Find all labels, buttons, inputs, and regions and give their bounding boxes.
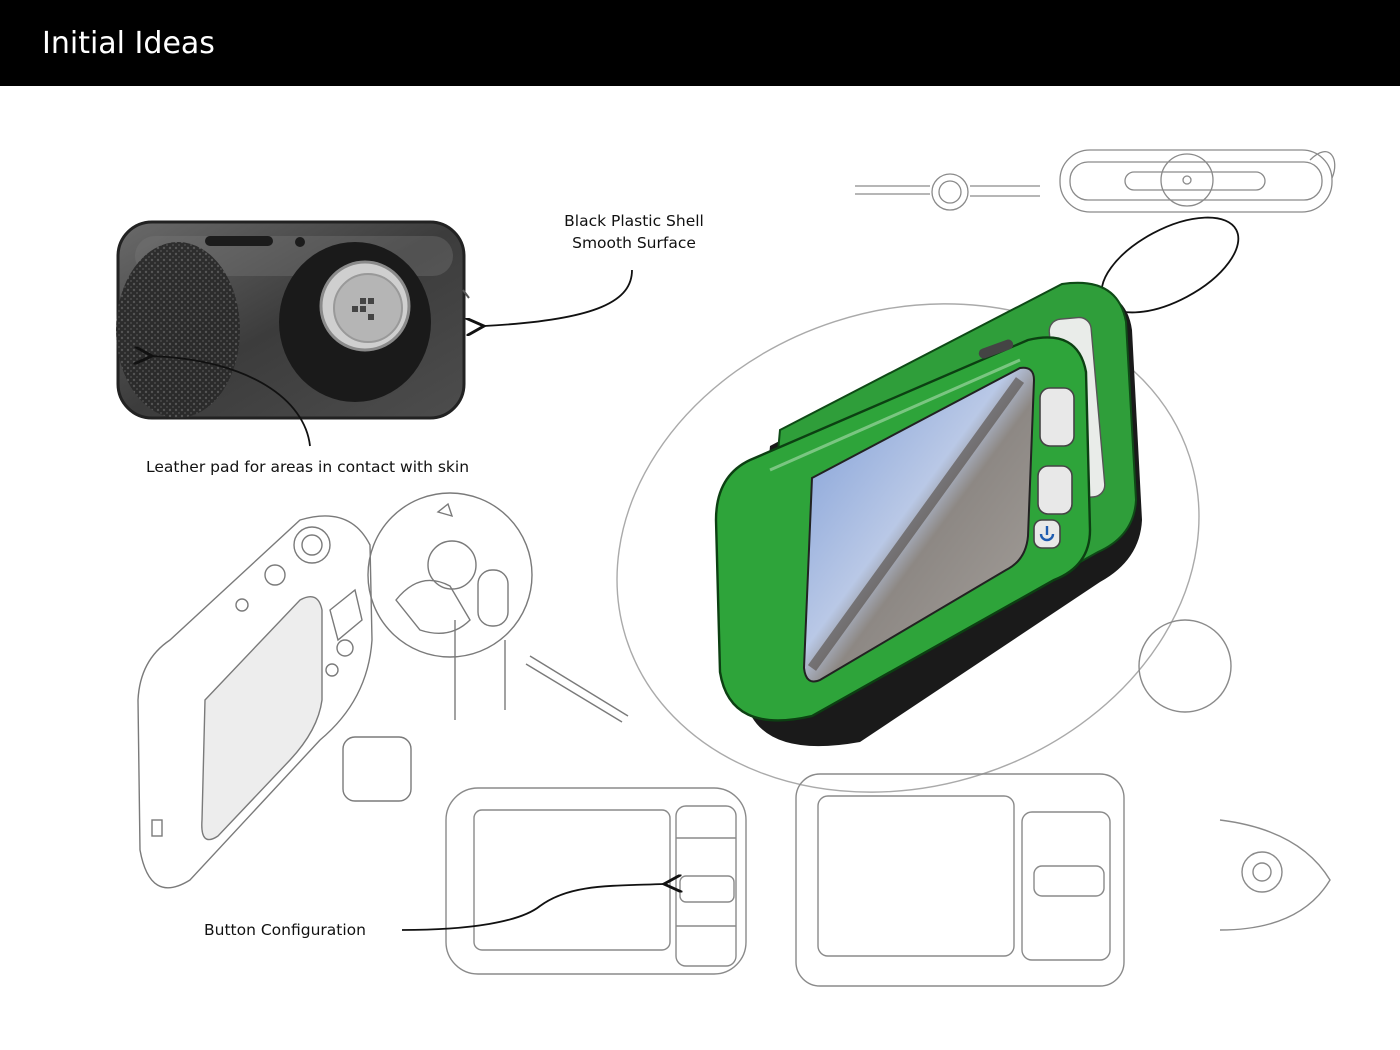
- shell-annotation-line1: Black Plastic Shell: [564, 212, 704, 230]
- sketch-canvas: Black Plastic Shell Smooth Surface Leath…: [0, 86, 1400, 1050]
- power-icon: [1033, 519, 1061, 549]
- leather-annotation: Leather pad for areas in contact with sk…: [146, 458, 470, 476]
- black-shell-device: [116, 220, 470, 420]
- sketch-drawing: [116, 149, 1336, 987]
- page-title: Initial Ideas: [42, 26, 215, 61]
- perspective-sketch: [137, 492, 629, 889]
- buttons-annotation: Button Configuration: [204, 921, 366, 939]
- leather-arrow: [152, 356, 311, 447]
- strap-sketches: [855, 149, 1336, 213]
- shell-annotation-line2: Smooth Surface: [572, 234, 696, 252]
- buttons-arrow: [401, 884, 664, 931]
- green-device-sketch: [616, 216, 1240, 793]
- shell-annotation: Black Plastic Shell Smooth Surface: [554, 210, 714, 254]
- button-layout-sketches: [445, 619, 1331, 987]
- shell-arrow: [484, 269, 633, 326]
- header-bar: Initial Ideas: [0, 0, 1400, 86]
- logo-mark: [352, 298, 374, 320]
